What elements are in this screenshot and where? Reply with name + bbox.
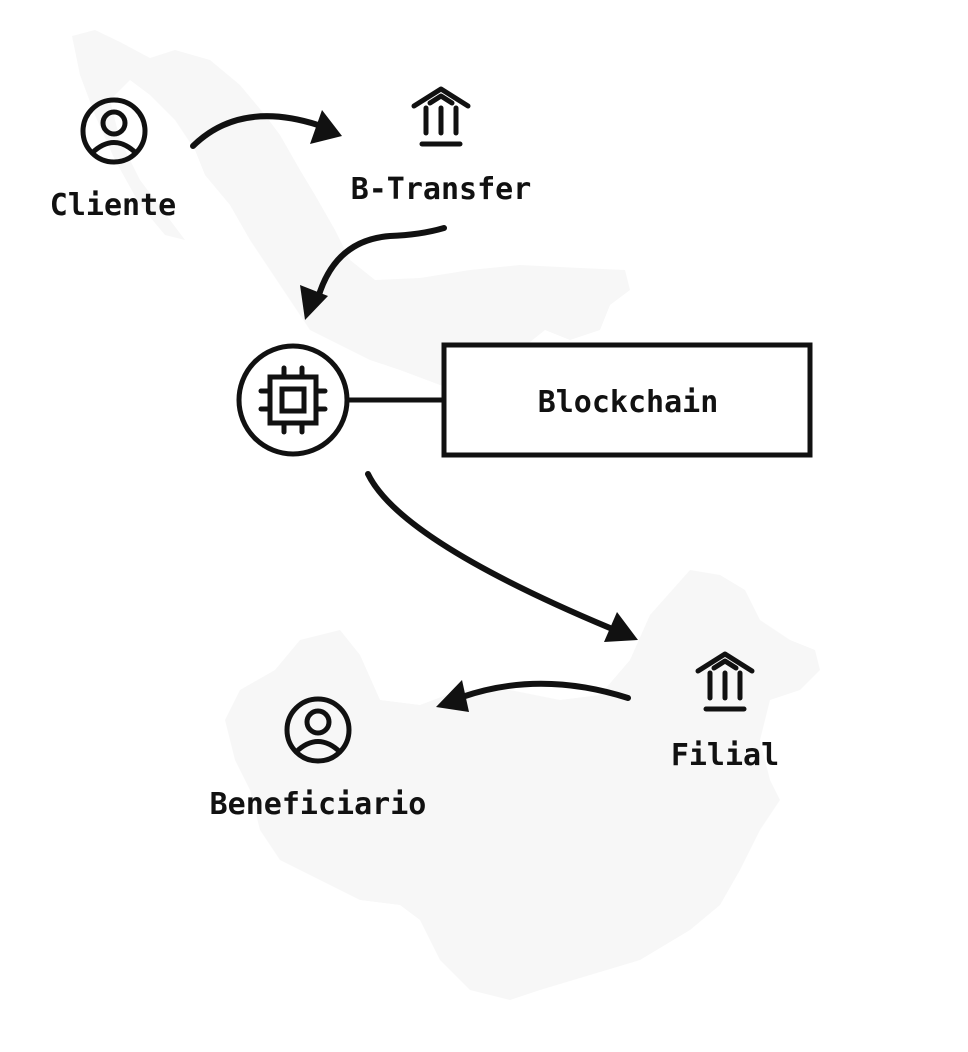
node-filial: Filial (671, 651, 779, 773)
edge-processor-filial (365, 471, 613, 631)
arrowhead-1 (310, 110, 342, 144)
edge-cliente-btransfer (190, 113, 321, 149)
arrowhead-3 (604, 612, 638, 642)
user-circle-icon (284, 696, 352, 764)
edge-filial-beneficiario (459, 680, 631, 701)
edge-btransfer-processor (315, 225, 447, 301)
user-circle-icon (80, 97, 148, 165)
map-china (225, 570, 820, 1000)
bank-icon (695, 651, 755, 712)
label-btransfer: B-Transfer (351, 172, 532, 207)
node-blockchain: Blockchain (441, 342, 813, 458)
arrowhead-4 (436, 680, 469, 712)
label-filial: Filial (671, 738, 779, 773)
map-mexico (72, 30, 630, 395)
node-cliente: Cliente (50, 97, 176, 223)
label-beneficiario: Beneficiario (210, 787, 427, 822)
node-btransfer: B-Transfer (351, 86, 532, 207)
node-beneficiario: Beneficiario (210, 696, 427, 822)
label-blockchain: Blockchain (538, 385, 719, 420)
node-processor (236, 343, 350, 457)
label-cliente: Cliente (50, 188, 176, 223)
cpu-chip-icon (258, 365, 328, 435)
bank-icon (411, 86, 471, 147)
arrowhead-2 (300, 285, 328, 320)
